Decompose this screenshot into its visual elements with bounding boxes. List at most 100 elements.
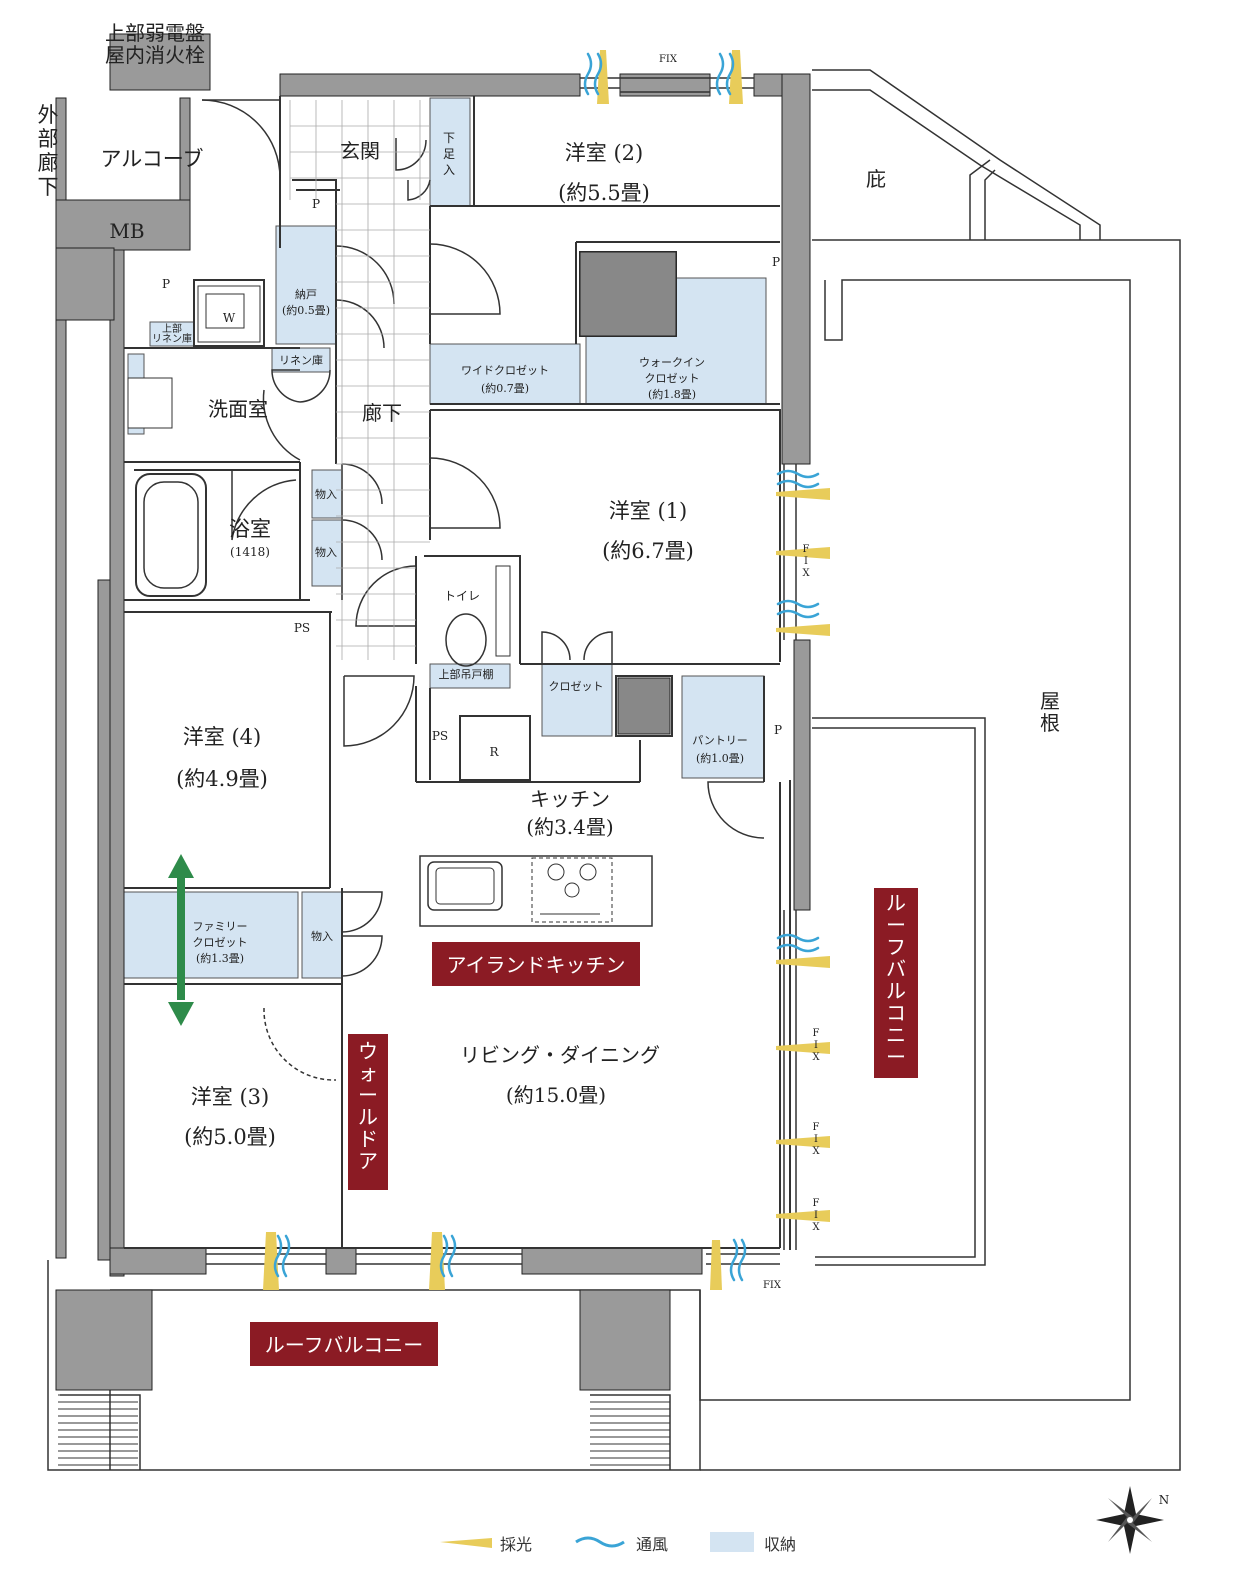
north-label: N [1159, 1493, 1170, 1507]
fridge-label: R [489, 745, 499, 759]
upper-linen-label-2: リネン庫 [152, 332, 192, 345]
room2-size: (約5.5畳) [558, 181, 650, 205]
bath-size: (1418) [230, 545, 270, 559]
room3-size: (約5.0畳) [184, 1125, 276, 1149]
light-indicators [263, 50, 830, 1290]
banners [250, 888, 918, 1366]
kitchen-size: (約3.4畳) [526, 815, 613, 839]
walkin-closet-size: (約1.8畳) [648, 387, 696, 401]
fix-label-right-3: F [813, 1122, 820, 1133]
roof-balcony-right-7: ニ [886, 1023, 906, 1047]
small-closet-size: (約0.5畳) [282, 303, 330, 317]
mb-label: MB [109, 219, 144, 243]
room4-size: (約4.9畳) [176, 767, 268, 791]
small-closet-label: 納戸 [295, 288, 317, 301]
fix-label-right-4c: X [812, 1222, 820, 1233]
wall-door-2: ォ [358, 1061, 378, 1085]
wall-door-5: ド [358, 1127, 378, 1151]
storage-label-2: 物入 [315, 545, 337, 559]
corridor-label: 廊下 [362, 401, 402, 425]
toilet-label: トイレ [444, 589, 480, 603]
room2-label: 洋室 (2) [565, 141, 643, 165]
wide-closet-size: (約0.7畳) [481, 381, 529, 395]
fix-label-right-2b: I [814, 1040, 818, 1051]
alcove-label: アルコーブ [100, 147, 203, 171]
pipe-space-label-2: P [772, 255, 780, 269]
living-label: リビング・ダイニング [460, 1043, 660, 1067]
outer-corridor-label-4: 下 [38, 175, 59, 199]
walkin-closet-label-2: クロゼット [645, 372, 700, 385]
outer-corridor-label-1: 外 [38, 103, 59, 127]
electric-panel-label: 上部弱電盤 [105, 21, 205, 45]
fix-label-right-4: F [813, 1198, 820, 1209]
ps-label-1: PS [294, 621, 310, 635]
roof-balcony-right-6: コ [886, 1001, 906, 1025]
fix-label-top: FIX [659, 54, 678, 65]
wind-indicators [273, 52, 820, 1282]
room3-label: 洋室 (3) [191, 1085, 269, 1109]
wide-closet-label: ワイドクロゼット [461, 364, 549, 377]
kitchen-label: キッチン [530, 787, 610, 811]
fix-label-right-1c: X [802, 568, 810, 579]
legend-light-label: 採光 [500, 1535, 532, 1554]
closet-label: クロゼット [549, 680, 604, 693]
entrance-label: 玄関 [340, 139, 380, 163]
doors [201, 99, 765, 1081]
wall-door-3: ー [358, 1083, 378, 1107]
corridor-tiles [289, 100, 430, 660]
fire-hydrant-label: 屋内消火栓 [105, 43, 205, 67]
outer-corridor-label-3: 廊 [38, 151, 59, 175]
roof-balcony-right-1: ル [886, 891, 906, 915]
fix-label-right-1: F [803, 544, 810, 555]
bath-label: 浴室 [229, 517, 271, 541]
upper-linen-label: 上部 [162, 322, 182, 335]
light-icon [440, 1538, 492, 1548]
shoebox-label-2: 足 [443, 147, 455, 161]
roof-balcony-right-4: バ [886, 957, 906, 981]
family-closet-size: (約1.3畳) [196, 951, 244, 965]
walkin-closet-label-1: ウォークイン [639, 356, 705, 369]
roof-balcony-right-2: ー [886, 913, 906, 937]
wind-icon [575, 1536, 625, 1548]
upper-cabinet-label: 上部吊戸棚 [439, 667, 494, 681]
fix-label-right-3c: X [812, 1146, 820, 1157]
legend-wind-label: 通風 [636, 1535, 668, 1554]
outer-corridor-label-2: 部 [38, 127, 59, 151]
storage-icon [710, 1532, 754, 1552]
roof-label-1: 屋 [1040, 689, 1060, 713]
wall-door-6: ア [358, 1149, 378, 1173]
storage-areas [123, 97, 767, 979]
storage-label-3: 物入 [311, 929, 333, 943]
legend-storage-label: 収納 [764, 1535, 796, 1554]
room4-label: 洋室 (4) [183, 725, 261, 749]
fixtures [127, 251, 677, 927]
ps-label-2: PS [432, 729, 448, 743]
compass-icon: N [1096, 1486, 1169, 1554]
room1-label: 洋室 (1) [609, 499, 687, 523]
family-closet-label-2: クロゼット [193, 936, 248, 949]
roof-balcony-right-8: ー [886, 1045, 906, 1069]
room1-size: (約6.7畳) [602, 539, 694, 563]
fix-label-right-2: F [813, 1028, 820, 1039]
walls [55, 33, 811, 1391]
pipe-space-label-4: P [774, 723, 782, 737]
washroom-label: 洗面室 [208, 397, 268, 421]
fix-label-right-3b: I [814, 1134, 818, 1145]
stair-hatch [58, 1394, 670, 1466]
fix-label-bottom: FIX [763, 1280, 782, 1291]
family-closet-label-1: ファミリー [193, 920, 248, 933]
wall-door-arrow [168, 854, 194, 1026]
storage-label-1: 物入 [315, 487, 337, 501]
island-kitchen-banner: アイランドキッチン [447, 953, 626, 977]
roof-label-2: 根 [1040, 711, 1060, 735]
linen-label: リネン庫 [279, 353, 323, 367]
living-size: (約15.0畳) [506, 1083, 606, 1107]
wall-door-1: ウ [358, 1039, 378, 1063]
room-labels: 上部弱電盤 屋内消火栓 外 部 廊 下 アルコーブ MB 玄関 下 足 入 洋室… [38, 21, 1061, 1357]
roof-balcony-right-5: ル [886, 979, 906, 1003]
fix-label-right-1b: I [804, 556, 808, 567]
shoebox-label-3: 入 [443, 163, 455, 177]
roof-balcony-bottom-banner: ルーフバルコニー [265, 1333, 423, 1357]
pantry-label: パントリー [692, 734, 748, 747]
